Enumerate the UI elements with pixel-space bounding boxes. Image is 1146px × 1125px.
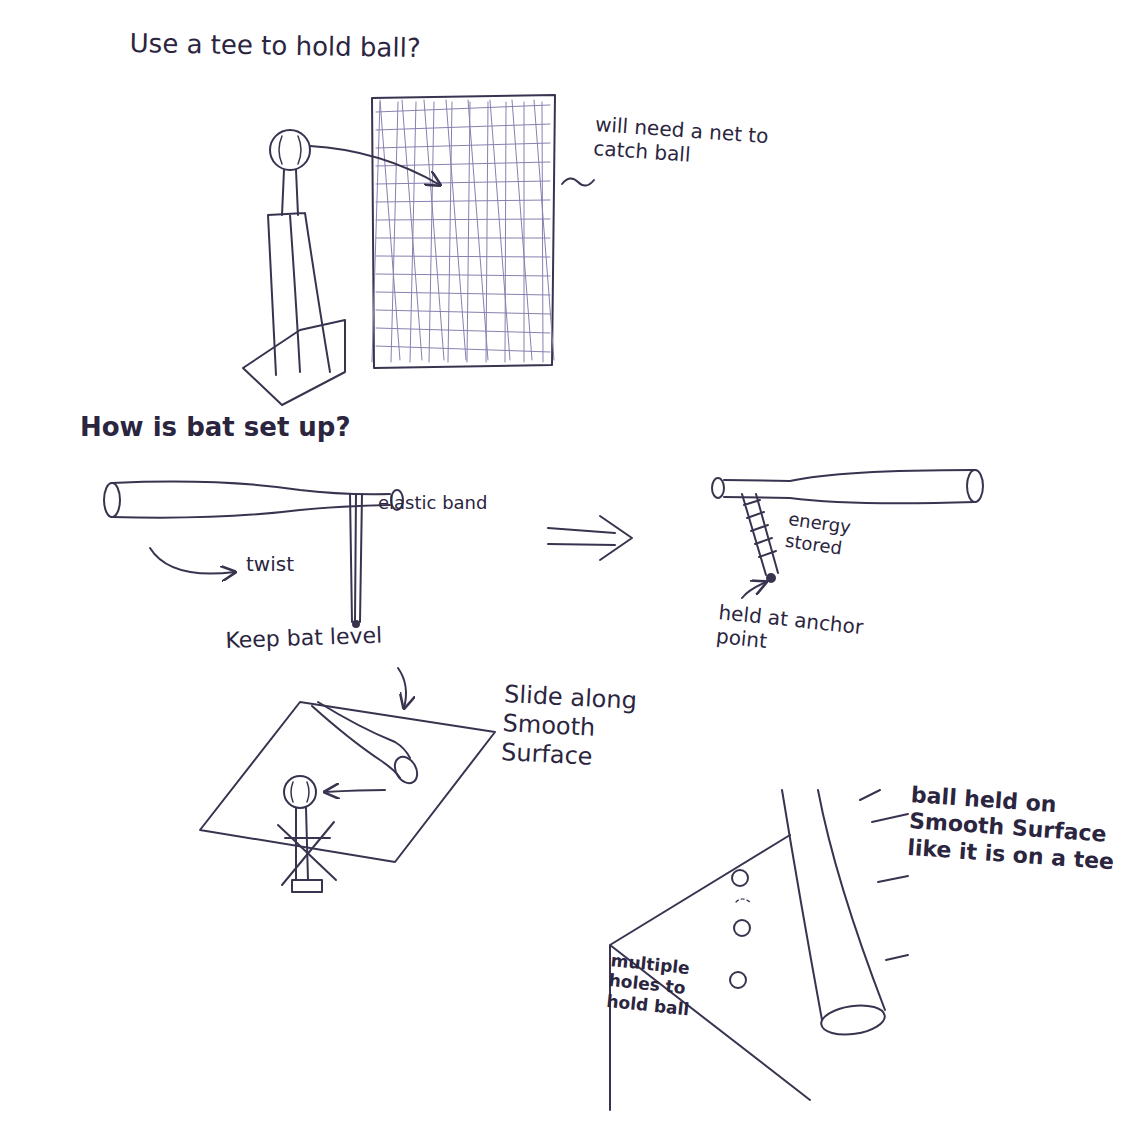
net-line <box>424 100 444 360</box>
net-line <box>376 274 550 276</box>
net-line <box>376 238 550 239</box>
net-line <box>376 328 550 333</box>
net-line <box>376 219 550 220</box>
net-line <box>486 102 488 362</box>
ball-holder-box <box>610 790 887 1110</box>
note-label: twist <box>246 552 336 576</box>
anchor-arrow <box>742 582 766 598</box>
net-line <box>380 100 400 360</box>
net-line <box>376 124 550 130</box>
strike-arrow <box>325 790 385 792</box>
bat-after-twist <box>712 470 983 582</box>
twist-arrow <box>150 548 235 574</box>
net-line <box>490 100 510 360</box>
note-label: How is bat set up? <box>80 412 440 443</box>
net <box>372 95 555 368</box>
note-label: Keep bat level <box>225 619 486 654</box>
flight-arrow <box>310 146 440 185</box>
net-line <box>376 143 550 148</box>
net-line <box>512 100 532 360</box>
bat-before-twist <box>104 482 403 627</box>
net-line <box>468 100 488 360</box>
note-label: elastic band <box>378 492 488 514</box>
tilde-mark <box>562 178 594 185</box>
note-label: Use a tee to hold ball? <box>129 28 549 67</box>
note-label: energy stored <box>784 508 899 566</box>
note-label: ball held on Smooth Surface like it is o… <box>906 782 1129 876</box>
leader-dashes <box>872 814 908 960</box>
net-line <box>505 102 506 362</box>
net-line <box>402 100 422 360</box>
net-line <box>429 102 434 362</box>
net-line <box>446 100 466 360</box>
level-arrow <box>398 668 406 708</box>
note-label: multiple holes to hold ball <box>606 950 722 1022</box>
net-line <box>376 292 550 295</box>
implies-arrow <box>548 516 632 560</box>
net-line <box>410 102 416 362</box>
note-label: will need a net to catch ball <box>593 112 776 172</box>
slide-surface <box>200 702 495 892</box>
net-line <box>542 102 543 362</box>
note-label: held at anchor point <box>715 600 909 668</box>
net-line <box>376 310 550 314</box>
tee-figure <box>243 130 345 405</box>
net-line <box>467 102 470 362</box>
net-line <box>376 200 550 202</box>
net-line <box>534 100 554 360</box>
net-line <box>372 102 380 362</box>
net-line <box>448 102 452 362</box>
net-mesh <box>372 100 554 362</box>
net-line <box>524 102 525 362</box>
net-line <box>376 181 550 184</box>
net-line <box>376 346 550 352</box>
note-label: Slide along Smooth Surface <box>500 680 654 774</box>
